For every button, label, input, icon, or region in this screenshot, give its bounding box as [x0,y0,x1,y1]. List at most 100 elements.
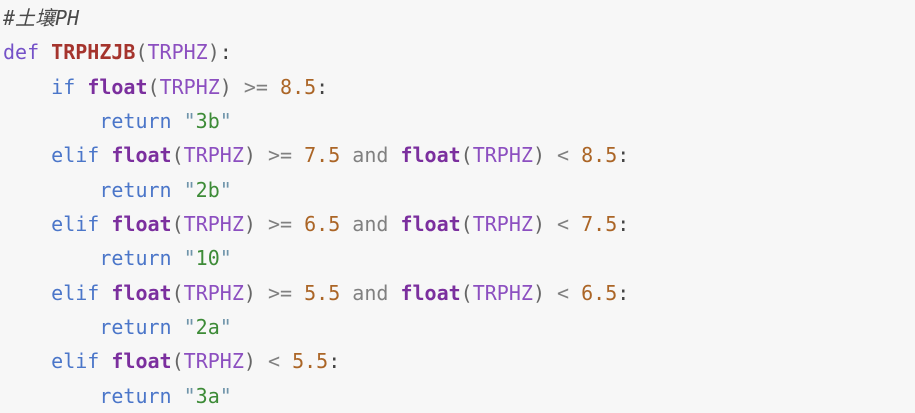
token-pln [256,143,268,167]
token-pln [99,281,111,305]
token-op: and [352,143,389,168]
token-kw: elif [51,211,100,236]
token-pln [3,384,99,408]
token-pn: ( [460,211,473,236]
token-str: 2b [195,177,220,202]
token-bi: float [111,349,172,374]
token-pln [3,315,99,339]
token-pln [388,281,400,305]
token-pln [569,212,581,236]
token-bi: float [111,211,172,236]
token-pln [172,109,184,133]
token-bi: float [400,280,461,305]
code-line: elif float(TRPHZ) >= 5.5 and float(TRPHZ… [3,276,915,310]
token-bi: float [400,143,461,168]
token-kw: if [51,74,76,99]
token-op: < [557,280,570,305]
token-pn: ( [171,349,184,374]
token-num: 8.5 [581,143,618,168]
token-num: 7.5 [304,143,341,168]
code-line: return "3a" [3,379,915,413]
token-pn: ( [171,280,184,305]
token-pu: : [617,280,630,305]
code-line: elif float(TRPHZ) >= 7.5 and float(TRPHZ… [3,138,915,172]
token-pn: ) [243,143,256,168]
token-sq: " [183,177,196,202]
token-op: >= [267,143,293,168]
code-line: return "3b" [3,104,915,138]
token-op: < [557,143,570,168]
token-pln [545,212,557,236]
token-vr: TRPHZ [159,74,220,99]
token-pln [292,281,304,305]
token-pn: ( [135,40,148,65]
token-sq: " [183,314,196,339]
token-kw: return [99,177,172,202]
token-kw: return [99,383,172,408]
token-pln [3,246,99,270]
token-sq: " [219,314,232,339]
token-op: and [352,280,389,305]
token-pln [256,349,268,373]
token-pln [172,246,184,270]
token-pln [99,349,111,373]
token-pln [3,178,99,202]
token-pln [545,281,557,305]
token-pn: ( [171,211,184,236]
token-pln [545,143,557,167]
code-line: def TRPHZJB(TRPHZ): [3,35,915,69]
token-pln [3,109,99,133]
code-line: elif float(TRPHZ) < 5.5: [3,344,915,378]
token-com: #土壤PH [3,6,80,30]
token-pln [172,178,184,202]
token-num: 8.5 [280,74,317,99]
token-sq: " [219,246,232,271]
token-pln [232,75,244,99]
token-sq: " [183,383,196,408]
token-op: >= [267,280,293,305]
code-line: if float(TRPHZ) >= 8.5: [3,70,915,104]
token-bi: float [87,74,148,99]
token-pln [388,143,400,167]
token-bi: float [400,211,461,236]
token-vr: TRPHZ [147,40,208,65]
token-pn: ( [171,143,184,168]
token-kw: elif [51,280,100,305]
token-vr: TRPHZ [183,280,244,305]
code-line: return "2b" [3,173,915,207]
code-line: elif float(TRPHZ) >= 6.5 and float(TRPHZ… [3,207,915,241]
token-pln [292,143,304,167]
code-line: #土壤PH [3,1,915,35]
token-kw: return [99,246,172,271]
token-pln [3,75,51,99]
token-pln [256,281,268,305]
token-pln [280,349,292,373]
token-pn: ) [207,40,220,65]
token-pln [3,212,51,236]
token-pln [3,281,51,305]
token-pu: : [328,349,341,374]
token-pln [292,212,304,236]
token-vr: TRPHZ [472,143,533,168]
token-bi: float [111,143,172,168]
token-sq: " [219,177,232,202]
token-pln [340,281,352,305]
token-pn: ) [532,211,545,236]
token-sq: " [219,108,232,133]
token-num: 6.5 [581,280,618,305]
token-pu: : [316,74,329,99]
code-line: return "2a" [3,310,915,344]
token-pn: ) [219,74,232,99]
token-pln [99,212,111,236]
token-num: 7.5 [581,211,618,236]
token-pn: ) [243,349,256,374]
token-pln [340,212,352,236]
token-pn: ( [460,280,473,305]
token-pn: ( [460,143,473,168]
token-pu: : [219,40,232,65]
token-bi: float [111,280,172,305]
token-str: 2a [195,314,220,339]
token-vr: TRPHZ [183,143,244,168]
token-kw: elif [51,349,100,374]
